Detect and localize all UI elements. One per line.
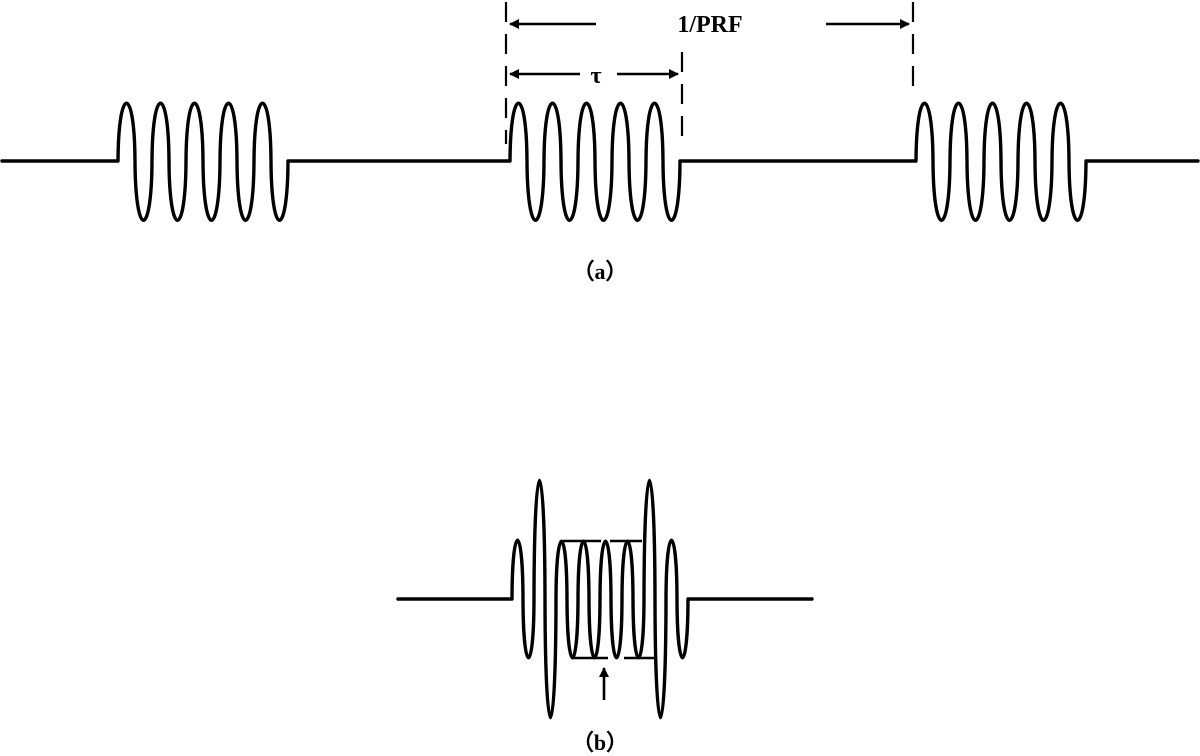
- caption-a: （a）: [572, 259, 627, 284]
- period-label: 1/PRF: [677, 12, 742, 38]
- overlap-waveform: [396, 478, 814, 720]
- pulse-width-label: τ: [590, 63, 601, 89]
- pulse-train-a: 1/PRF τ （a）: [0, 2, 1200, 284]
- caption-b: （b）: [572, 730, 628, 755]
- overlap-diagram-b: （b）: [396, 478, 814, 755]
- pulse-train-waveform: [0, 101, 1200, 222]
